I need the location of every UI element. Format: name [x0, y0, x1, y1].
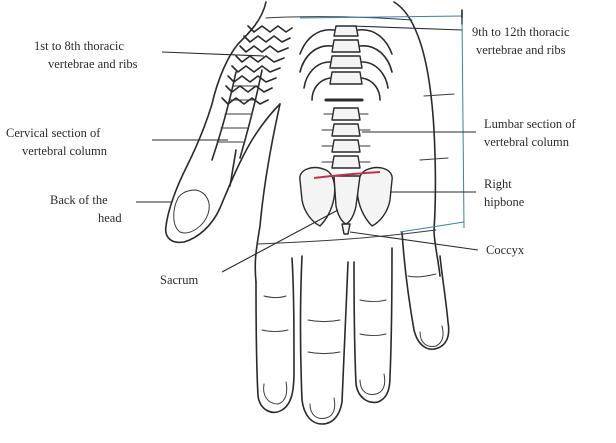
label-lumbar-line2: vertebral column — [484, 135, 570, 149]
lumbar-vertebrae — [322, 108, 370, 168]
right-rib-1 — [358, 30, 392, 54]
label-thoracic-9-12-line2: vertebrae and ribs — [476, 43, 566, 57]
rib-zigzag-3 — [240, 46, 288, 52]
label-cervical-line2: vertebral column — [22, 144, 108, 158]
right-hipbone — [357, 168, 392, 226]
rib-zigzag-2 — [244, 36, 290, 42]
middle-nail — [310, 398, 335, 418]
right-rib-3 — [362, 62, 388, 88]
labels: 1st to 8th thoracic vertebrae and ribs 9… — [6, 25, 576, 287]
leader-lines — [136, 26, 478, 272]
label-right-hipbone-line1: Right — [484, 177, 512, 191]
leader-coccyx — [350, 232, 478, 250]
label-right-hipbone-line2: hipbone — [484, 195, 525, 209]
ring-crease-1 — [360, 300, 386, 302]
hand-outline — [166, 2, 462, 282]
little-nail — [420, 326, 443, 346]
leader-thoracic-1-8 — [162, 52, 264, 56]
tick-1 — [424, 94, 454, 96]
vertebra-l3 — [332, 140, 360, 152]
cervical-column-left — [212, 72, 236, 160]
thumb-nail — [174, 190, 210, 233]
middle-finger — [301, 256, 349, 424]
rib-zigzag-4 — [236, 56, 284, 62]
label-thoracic-1-8-line1: 1st to 8th thoracic — [34, 39, 124, 53]
coccyx-bone — [342, 224, 350, 234]
tick-2 — [420, 158, 448, 160]
fingers — [256, 230, 449, 424]
label-sacrum: Sacrum — [160, 273, 198, 287]
index-nail — [264, 382, 287, 404]
sacrum-bone — [334, 176, 360, 224]
ring-nail — [360, 374, 385, 394]
vertebra-t10 — [332, 40, 360, 52]
vertebra-l2 — [332, 124, 360, 136]
pelvis — [300, 168, 392, 234]
palm-right-edge — [394, 2, 440, 276]
little-crease-1 — [408, 274, 436, 277]
right-rib-4 — [362, 78, 380, 100]
leader-thoracic-9-12 — [352, 26, 462, 30]
label-back-of-head-line2: head — [98, 211, 122, 225]
index-finger — [256, 258, 294, 412]
label-thoracic-1-8-line2: vertebrae and ribs — [48, 57, 138, 71]
rib-zigzag-5 — [232, 66, 280, 72]
right-rib-2 — [360, 46, 392, 72]
index-crease-2 — [262, 330, 288, 332]
label-coccyx: Coccyx — [486, 243, 525, 257]
vertebra-t12 — [330, 72, 362, 84]
cervical-lead-bar — [230, 150, 236, 186]
vertebra-t9 — [334, 26, 358, 36]
label-thoracic-9-12-line1: 9th to 12th thoracic — [472, 25, 570, 39]
right-blue-vertical — [462, 18, 464, 228]
left-rib-1 — [300, 30, 334, 54]
thoracic-9-12-ribcage — [300, 26, 392, 100]
vertebra-t11 — [330, 56, 362, 68]
ring-finger — [354, 248, 392, 402]
middle-crease-2 — [308, 352, 340, 354]
index-crease-1 — [264, 296, 286, 298]
left-rib-4 — [312, 78, 330, 100]
left-rib-3 — [304, 62, 330, 88]
left-rib-2 — [300, 46, 332, 72]
label-back-of-head-line1: Back of the — [50, 193, 108, 207]
label-cervical-line1: Cervical section of — [6, 126, 101, 140]
ring-crease-2 — [360, 334, 386, 336]
label-lumbar-line1: Lumbar section of — [484, 117, 576, 131]
middle-crease-1 — [308, 320, 340, 322]
vertebra-l4 — [332, 156, 360, 168]
measurement-marks — [400, 18, 464, 232]
little-finger — [402, 232, 449, 349]
vertebra-l1 — [332, 108, 360, 120]
